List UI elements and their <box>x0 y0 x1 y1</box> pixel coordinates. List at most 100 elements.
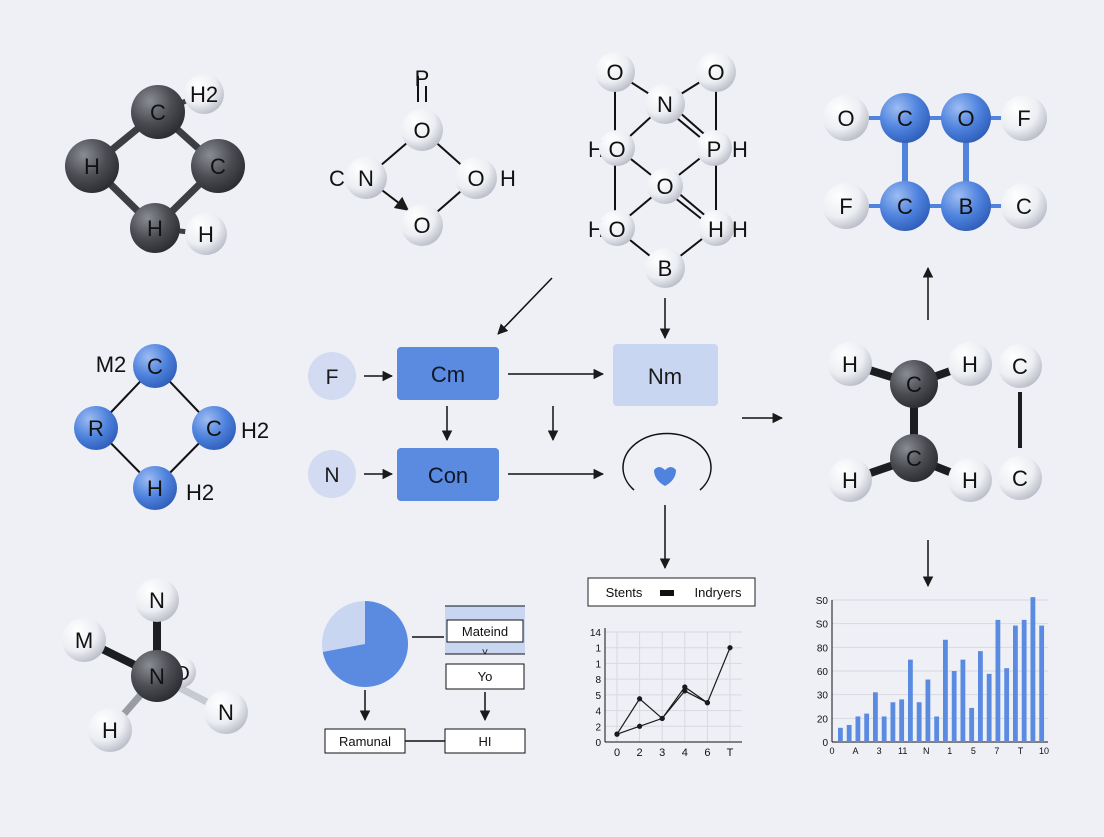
y-tick-label: 0 <box>822 738 828 749</box>
x-tick-label: 3 <box>659 747 665 759</box>
atom-label: F <box>1017 106 1030 131</box>
atom-label: C <box>1016 194 1032 219</box>
data-point <box>682 688 688 694</box>
data-point <box>682 684 688 690</box>
atom-p <box>696 130 732 166</box>
molecule-2: P O C N O H O <box>329 66 516 246</box>
atom-b <box>941 181 991 231</box>
atom-h <box>698 210 734 246</box>
heart-icon <box>654 467 676 486</box>
small-mark: ˅ <box>482 647 488 659</box>
bar <box>846 724 852 742</box>
bar <box>908 659 913 742</box>
atom-c <box>890 360 938 408</box>
atom-h <box>184 74 224 114</box>
atom-label: C <box>897 106 913 131</box>
flow-box-label: Cm <box>431 362 465 387</box>
atom-c <box>880 93 930 143</box>
atom-c <box>131 85 185 139</box>
hi-box <box>444 728 526 754</box>
atom-label-m2: M2 <box>96 352 127 377</box>
atom-label: C <box>906 372 922 397</box>
atom-label: H <box>842 468 858 493</box>
atom-label: H <box>147 476 163 501</box>
yo-label: Yo <box>478 669 493 684</box>
atom-label: H <box>147 216 163 241</box>
flow-node-label: F <box>326 366 339 389</box>
molecule-5: M2 C R C H2 H H2 <box>74 344 269 510</box>
atom-label: O <box>608 217 625 242</box>
x-tick-label: T <box>727 747 734 759</box>
bar <box>925 679 931 742</box>
legend-label-left: Stents <box>606 585 643 600</box>
data-point <box>637 723 643 729</box>
flow-box-label: Con <box>428 463 468 488</box>
atom-label: C <box>206 416 222 441</box>
atom-c <box>1001 183 1047 229</box>
atom-label-h: H <box>500 166 516 191</box>
atom-c <box>998 456 1042 500</box>
atom-h <box>133 466 177 510</box>
data-point <box>727 645 733 651</box>
atom-o <box>401 204 443 246</box>
flow-node-label: N <box>324 464 339 487</box>
y-tick-label: 0 <box>595 738 601 749</box>
x-tick-label: 3 <box>877 746 882 756</box>
flow-box-label: Nm <box>648 364 682 389</box>
series-line <box>616 647 731 735</box>
atom-o <box>599 210 635 246</box>
atom-label: N <box>657 92 673 117</box>
rational-label: Ramunal <box>339 734 391 749</box>
atom-label-c: C <box>329 166 345 191</box>
atom-b <box>645 248 685 288</box>
x-tick-label: 10 <box>1039 746 1049 756</box>
atom-c <box>133 344 177 388</box>
molecule-6: H C H C C H H C <box>828 342 1042 502</box>
bar <box>934 716 940 742</box>
bar <box>864 713 870 742</box>
data-point <box>659 715 665 722</box>
atom-o <box>595 52 635 92</box>
atom-h <box>88 708 132 752</box>
atom-label: N <box>149 664 165 689</box>
y-tick-label: 1 <box>595 644 601 655</box>
x-tick-label: 0 <box>829 746 834 756</box>
atom-r <box>74 406 118 450</box>
atom-label: R <box>88 416 104 441</box>
flow-node-f <box>308 352 356 400</box>
atom-o <box>647 168 683 204</box>
atom-c <box>890 434 938 482</box>
y-tick-label: 4 <box>595 707 601 718</box>
y-tick-label: 30 <box>817 691 829 702</box>
y-tick-label: 14 <box>590 628 602 639</box>
bar <box>881 716 887 742</box>
atom-label: O <box>467 166 484 191</box>
atom-o <box>941 93 991 143</box>
atom-o <box>599 130 635 166</box>
x-tick-label: A <box>853 746 859 756</box>
atom-label: N <box>218 700 234 725</box>
atom-c <box>998 344 1042 388</box>
x-tick-label: 6 <box>704 747 710 759</box>
yo-box <box>445 663 525 690</box>
atom-f <box>1001 95 1047 141</box>
bar <box>899 699 905 742</box>
atom-label-p: P <box>415 66 430 91</box>
x-tick-label: T <box>1018 746 1024 756</box>
atom-h <box>828 458 872 502</box>
molecule-4: O C O F F C B C <box>823 93 1047 231</box>
atom-m <box>62 618 106 662</box>
bar <box>960 659 966 742</box>
x-tick-label: 11 <box>898 746 907 756</box>
atom-h <box>948 458 992 502</box>
atom-label: C <box>1012 466 1028 491</box>
bar <box>969 707 975 742</box>
atom-c <box>880 181 930 231</box>
pie-slice <box>322 601 409 687</box>
x-tick-label: 0 <box>614 747 620 759</box>
molecule-1: H2 C H C H H <box>65 74 245 255</box>
bar <box>838 727 843 742</box>
